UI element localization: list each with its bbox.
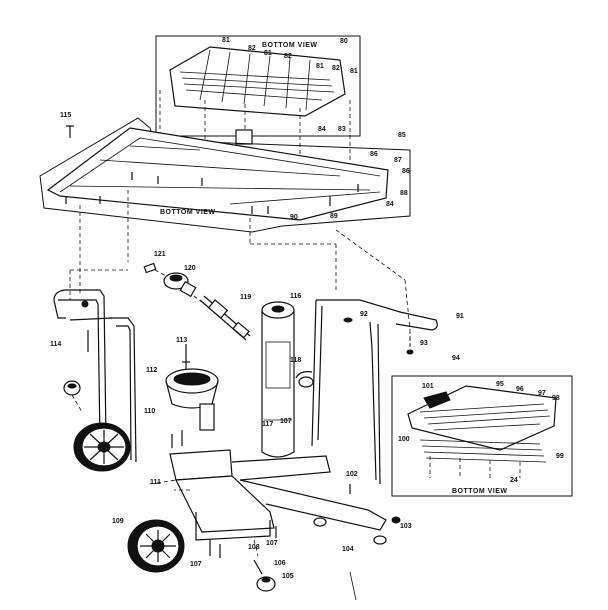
regulator-hose-119 <box>199 295 251 341</box>
upper-wheel <box>73 422 131 472</box>
tank-cylinder-116 <box>261 301 295 458</box>
part-number: 90 <box>290 214 298 221</box>
part-number: 89 <box>330 213 338 220</box>
part-number: 109 <box>112 518 124 525</box>
washer-92 <box>343 317 353 323</box>
part-number: 107 <box>190 561 202 568</box>
part-number: 100 <box>398 436 410 443</box>
part-number: 91 <box>456 313 464 320</box>
part-number: 83 <box>338 126 346 133</box>
foot-104b <box>373 535 387 545</box>
top-shelf-inset <box>155 35 361 170</box>
part-number: 113 <box>176 337 187 344</box>
handle-tube <box>58 289 107 445</box>
upper-shelf-slats <box>179 49 335 111</box>
main-inset-frame <box>39 117 411 233</box>
main-shelf-bolts <box>65 172 359 214</box>
part-number: 81 <box>222 37 230 44</box>
upper-shelf-outline <box>169 46 346 117</box>
side-shelf-slats <box>419 403 551 463</box>
part-number: 24 <box>510 477 518 484</box>
part-number: 84 <box>318 126 326 133</box>
left-handle-frame <box>53 289 137 463</box>
top-view-caption: BOTTOM VIEW <box>262 42 318 49</box>
ball-knob <box>63 380 83 413</box>
part-number: 95 <box>496 381 504 388</box>
part-number: 82 <box>332 65 340 72</box>
top-inset-frame <box>155 35 361 137</box>
part-number: 102 <box>346 471 358 478</box>
part-number: 96 <box>516 386 524 393</box>
nut-121 <box>143 262 167 277</box>
part-number: 110 <box>144 408 155 415</box>
washer-93 <box>406 349 414 355</box>
rear-leg <box>110 317 137 463</box>
right-rail-91 <box>311 299 438 485</box>
part-number: 82 <box>248 45 256 52</box>
main-view-caption: BOTTOM VIEW <box>160 209 216 216</box>
part-number: 86 <box>402 168 410 175</box>
part-number: 120 <box>184 265 196 272</box>
part-number: 87 <box>394 157 402 164</box>
part-number: 85 <box>398 132 406 139</box>
cap-103 <box>391 516 401 524</box>
part-number: 108 <box>248 544 260 551</box>
side-shelf-leaders <box>429 456 521 478</box>
part-number: 107 <box>266 540 278 547</box>
part-number: 94 <box>452 355 460 362</box>
side-inset-frame <box>391 375 573 497</box>
part-number-labels: 80 81 82 81 82 81 82 81 84 83 85 86 87 8… <box>50 37 564 580</box>
main-shelf-leaders <box>69 190 411 346</box>
foot-104a <box>313 517 327 527</box>
part-number: 112 <box>146 367 157 374</box>
base-bolts <box>171 430 351 558</box>
part-number: 98 <box>552 395 560 402</box>
caster-105 <box>253 539 357 601</box>
part-number: 103 <box>400 523 412 530</box>
part-number: 81 <box>350 68 358 75</box>
main-shelf-rails <box>59 137 381 205</box>
part-number: 101 <box>422 383 434 390</box>
part-number: 80 <box>340 38 348 45</box>
part-number: 111 <box>150 479 161 486</box>
part-number: 104 <box>342 546 354 553</box>
part-number: 81 <box>264 50 272 57</box>
tray-handle <box>423 391 451 409</box>
center-bracket <box>235 129 253 145</box>
bolt-115 <box>66 125 74 138</box>
burner-bowl-112 <box>165 344 219 431</box>
fitting-118 <box>295 371 314 388</box>
part-number: 107 <box>280 418 292 425</box>
part-number: 93 <box>420 340 428 347</box>
handle-bend <box>53 289 66 319</box>
side-shelf-inset <box>391 375 573 497</box>
part-number: 116 <box>290 293 301 300</box>
part-number: 88 <box>400 190 408 197</box>
part-number: 97 <box>538 390 546 397</box>
part-number: 81 <box>316 63 324 70</box>
gas-valve-120 <box>163 272 213 311</box>
main-shelf-inset <box>39 117 411 346</box>
part-number: 82 <box>284 53 292 60</box>
base-frame <box>149 430 401 558</box>
part-number: 84 <box>386 201 394 208</box>
part-number: 119 <box>240 294 251 301</box>
side-view-caption: BOTTOM VIEW <box>452 488 508 495</box>
part-number: 117 <box>262 421 273 428</box>
lower-wheel-109 <box>127 519 185 573</box>
handle-bolt <box>81 300 89 308</box>
part-number: 99 <box>556 453 564 460</box>
handle-crossbar <box>69 317 113 321</box>
part-number: 121 <box>154 251 166 258</box>
part-number: 115 <box>60 112 71 119</box>
part-number: 106 <box>274 560 286 567</box>
part-number: 114 <box>50 341 61 348</box>
part-number: 92 <box>360 311 368 318</box>
part-number: 86 <box>370 151 378 158</box>
part-number: 118 <box>290 357 301 364</box>
part-number: 105 <box>282 573 294 580</box>
main-shelf-outline <box>46 127 389 221</box>
